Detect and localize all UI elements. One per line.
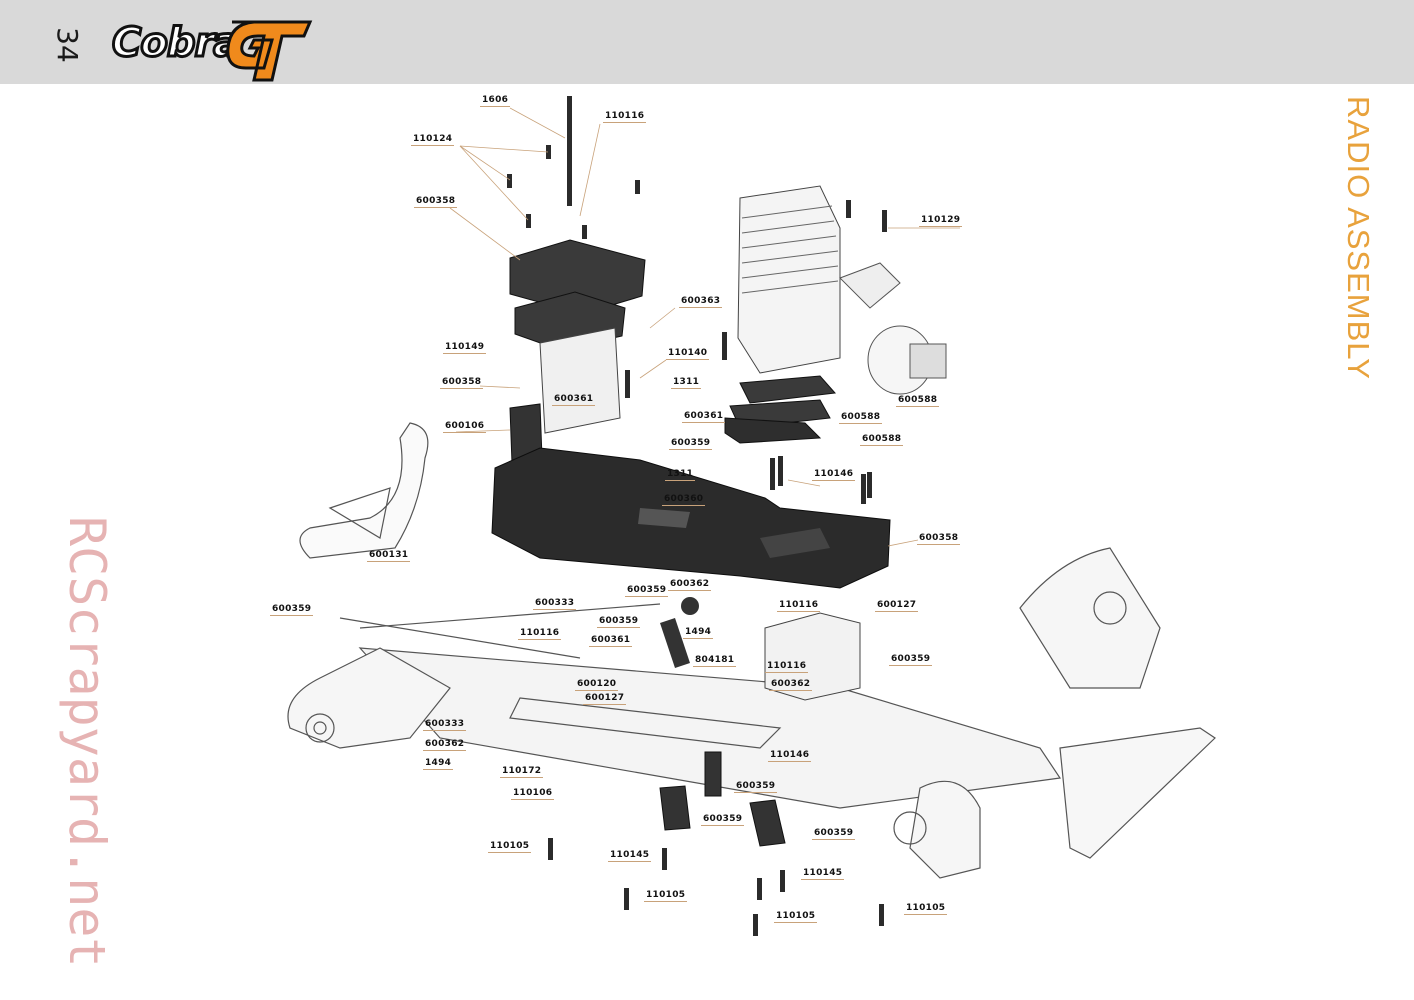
- part-label: 600358: [440, 377, 484, 389]
- part-label: 110116: [765, 661, 809, 673]
- part-label: 600588: [860, 434, 904, 446]
- servo: [660, 597, 861, 701]
- standoffs: [659, 751, 786, 847]
- cobra-gt-logo: Cobra: [110, 16, 313, 84]
- part-label: 110145: [801, 868, 845, 880]
- part-label: 600127: [875, 600, 919, 612]
- part-label: 600127: [583, 693, 627, 705]
- part-label: 110146: [768, 750, 812, 762]
- part-label: 600358: [917, 533, 961, 545]
- radio-tray: [491, 447, 891, 589]
- part-label: 804181: [693, 655, 737, 667]
- part-label: 110140: [666, 348, 710, 360]
- part-label: 600359: [669, 438, 713, 450]
- part-label: 600359: [812, 828, 856, 840]
- part-label: 110129: [919, 215, 963, 227]
- part-label: 1606: [480, 95, 511, 107]
- part-label: 110116: [518, 628, 562, 640]
- part-label: 110105: [774, 911, 818, 923]
- part-label: 110149: [443, 342, 487, 354]
- part-label: 110146: [812, 469, 856, 481]
- part-label: 600359: [889, 654, 933, 666]
- part-label: 600362: [668, 579, 712, 591]
- part-label: 600361: [682, 411, 726, 423]
- page-number: 34: [51, 27, 84, 63]
- chassis-outline: [287, 422, 1216, 879]
- section-title: RADIO ASSEMBLY: [1280, 96, 1410, 416]
- part-label: 1494: [423, 758, 454, 770]
- part-label: 110105: [488, 841, 532, 853]
- screws: [507, 145, 887, 936]
- part-label: 600106: [443, 421, 487, 433]
- part-label: 600359: [734, 781, 778, 793]
- part-label: 1311: [665, 469, 696, 481]
- part-label: 600359: [270, 604, 314, 616]
- part-label: 1311: [671, 377, 702, 389]
- watermark: RCScrapyard.net: [58, 516, 122, 968]
- part-label: 600358: [414, 196, 458, 208]
- part-label: 110106: [511, 788, 555, 800]
- part-label: 600361: [589, 635, 633, 647]
- part-label: 110116: [603, 111, 647, 123]
- part-label: 110124: [411, 134, 455, 146]
- watermark-text: RCScrapyard.net: [58, 516, 116, 968]
- part-label: 600588: [896, 395, 940, 407]
- part-label: 600131: [367, 550, 411, 562]
- part-label: 110172: [500, 766, 544, 778]
- receiver-box: [509, 327, 621, 464]
- logo-gt-mark: [226, 20, 313, 82]
- part-label: 600120: [575, 679, 619, 691]
- part-label: 110105: [644, 890, 688, 902]
- leader-lines: [449, 107, 960, 547]
- radio-box-lid: [509, 239, 646, 351]
- part-label: 1494: [683, 627, 714, 639]
- part-label: 600333: [533, 598, 577, 610]
- antenna-tube: [567, 96, 572, 206]
- logo-wordmark: Cobra: [110, 19, 241, 68]
- part-label: 600360: [662, 494, 706, 506]
- page-header: 34 Cobra: [0, 0, 1414, 84]
- part-label: 600359: [597, 616, 641, 628]
- section-title-text: RADIO ASSEMBLY: [1341, 96, 1376, 380]
- part-label: 600588: [839, 412, 883, 424]
- part-label: 600363: [679, 296, 723, 308]
- engine: [737, 185, 947, 395]
- part-label: 110105: [904, 903, 948, 915]
- part-label: 600362: [769, 679, 813, 691]
- part-label: 600362: [423, 739, 467, 751]
- exploded-assembly-drawing: [287, 96, 1216, 936]
- part-label: 600359: [625, 585, 669, 597]
- part-label: 600333: [423, 719, 467, 731]
- engine-mounts: [724, 375, 837, 444]
- part-label: 600361: [552, 394, 596, 406]
- part-label: 110145: [608, 850, 652, 862]
- part-label: 600359: [701, 814, 745, 826]
- part-label: 110116: [777, 600, 821, 612]
